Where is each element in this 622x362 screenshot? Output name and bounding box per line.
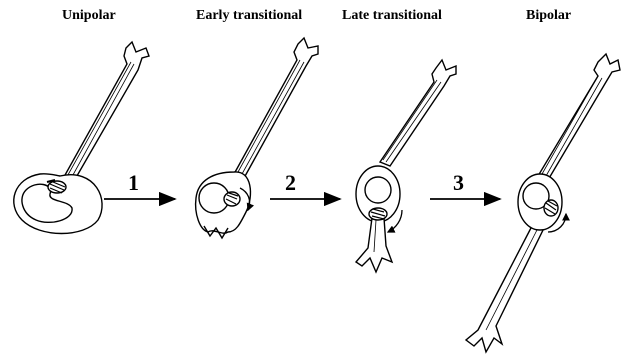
cell-late-transitional bbox=[356, 60, 456, 272]
cell-early-transitional bbox=[196, 38, 318, 238]
cell-bipolar bbox=[466, 54, 620, 352]
cell-unipolar bbox=[14, 42, 149, 234]
